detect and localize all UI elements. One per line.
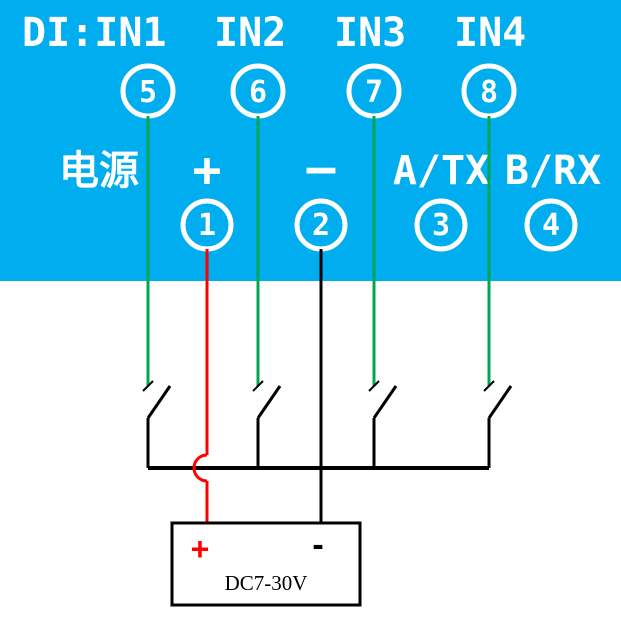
in4-label: IN4 [454, 10, 526, 56]
power-minus-label: — [307, 140, 336, 196]
terminal-5-number: 5 [139, 75, 157, 110]
di-in1-label: DI:IN1 [22, 10, 167, 56]
terminal-4: 4 [524, 198, 578, 252]
power-label: 电源 [59, 148, 139, 194]
switch-in1 [142, 380, 172, 468]
terminal-4-circle [524, 198, 578, 252]
power-supply-minus: - [312, 526, 323, 564]
switch-in1-blade [146, 385, 172, 419]
in2-label: IN2 [214, 10, 286, 56]
switch-in3 [368, 380, 398, 468]
terminal-3-circle [414, 198, 468, 252]
switch-in3-contact-tick [368, 380, 380, 392]
switch-in4 [483, 380, 513, 468]
power-supply-box [170, 521, 362, 607]
terminal-6-number: 6 [249, 75, 267, 110]
terminal-3: 3 [414, 198, 468, 252]
b-rx-label: B/RX [505, 148, 601, 194]
terminal-4-number: 4 [542, 208, 560, 243]
terminal-1-number: 1 [198, 208, 216, 243]
power-supply-plus: + [191, 531, 210, 567]
a-tx-label: A/TX [393, 148, 489, 194]
in3-label: IN3 [334, 10, 406, 56]
power-supply: + - DC7-30V [170, 521, 362, 607]
terminal-3-number: 3 [432, 208, 450, 243]
terminal-7-number: 7 [365, 75, 383, 110]
terminal-panel [0, 0, 621, 281]
switch-in3-blade [372, 385, 398, 419]
power-plus-label: + [193, 142, 222, 198]
switch-in4-blade [487, 385, 513, 419]
switch-in1-contact-tick [142, 380, 154, 392]
switch-in2 [252, 380, 282, 468]
positive-wire-hop [192, 453, 208, 483]
switch-in4-contact-tick [483, 380, 495, 392]
switch-in2-blade [256, 385, 282, 419]
terminal-8-number: 8 [480, 75, 498, 110]
power-supply-voltage: DC7-30V [225, 571, 308, 595]
terminal-2-number: 2 [312, 208, 330, 243]
switch-in2-contact-tick [252, 380, 264, 392]
